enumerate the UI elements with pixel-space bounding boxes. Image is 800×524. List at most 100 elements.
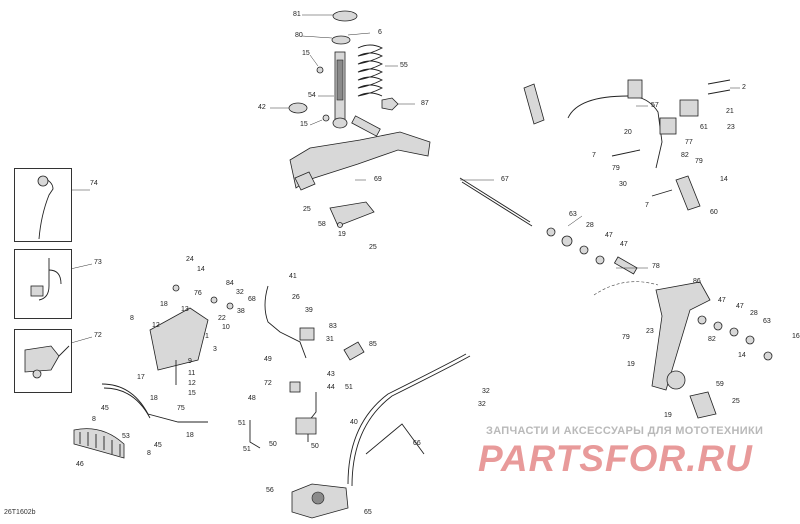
callout-73: 73 [94,259,102,266]
callout-45: 45 [101,405,109,412]
callout-53: 53 [122,433,130,440]
callout-3: 3 [213,346,217,353]
callout-25-b: 25 [369,244,377,251]
callout-15-c: 15 [188,390,196,397]
callout-51: 51 [345,384,353,391]
callout-51-c: 51 [243,446,251,453]
callout-82: 82 [681,152,689,159]
callout-85: 85 [369,341,377,348]
callout-60: 60 [710,209,718,216]
callout-23-b: 23 [646,328,654,335]
callout-17: 17 [137,374,145,381]
callout-31: 31 [326,336,334,343]
shock-absorber [316,10,358,129]
callout-46: 46 [76,461,84,468]
callout-38: 38 [237,308,245,315]
leader-lines [63,14,740,346]
callout-87: 87 [421,100,429,107]
callout-14-c: 14 [197,266,205,273]
callout-84: 84 [226,280,234,287]
callout-30: 30 [619,181,627,188]
callout-86: 86 [693,278,701,285]
callout-15-b: 15 [300,121,308,128]
callout-48: 48 [248,395,256,402]
callout-63-b: 63 [763,318,771,325]
callout-25-c: 25 [732,398,740,405]
callout-19: 19 [338,231,346,238]
callout-69: 69 [374,176,382,183]
callout-14-b: 14 [738,352,746,359]
callout-45-b: 45 [154,442,162,449]
callout-83: 83 [329,323,337,330]
callout-80: 80 [295,32,303,39]
callout-9: 9 [188,358,192,365]
callout-28-b: 28 [750,310,758,317]
callout-18-b: 18 [150,395,158,402]
callout-57: 57 [651,102,659,109]
callout-7-b: 7 [645,202,649,209]
callout-23: 23 [727,124,735,131]
callout-21: 21 [726,108,734,115]
callout-25: 25 [303,206,311,213]
callout-20: 20 [624,129,632,136]
callout-41: 41 [289,273,297,280]
callout-32: 32 [236,289,244,296]
callout-74: 74 [90,180,98,187]
callout-11: 11 [188,370,196,377]
callout-12-b: 12 [188,380,196,387]
callout-2: 2 [742,84,746,91]
callout-72-b: 72 [264,380,272,387]
callout-63: 63 [569,211,577,218]
callout-55: 55 [400,62,408,69]
callout-65: 65 [364,509,372,516]
callout-10: 10 [222,324,230,331]
callout-28: 28 [586,222,594,229]
callout-68: 68 [248,296,256,303]
callout-81: 81 [293,11,301,18]
callout-82-b: 82 [708,336,716,343]
callout-7: 7 [592,152,596,159]
callout-39: 39 [305,307,313,314]
inset-box-74 [14,168,72,242]
callout-76: 76 [194,290,202,297]
callout-79-b: 79 [695,158,703,165]
bellows [73,428,125,459]
callout-18: 18 [160,301,168,308]
callout-47-c: 47 [718,297,726,304]
callout-50-b: 50 [311,443,319,450]
callout-24: 24 [186,256,194,263]
callout-51-b: 51 [238,420,246,427]
callout-19-b: 19 [627,361,635,368]
inset-box-72 [14,329,72,393]
callout-18-c: 18 [186,432,194,439]
callout-44: 44 [327,384,335,391]
callout-78: 78 [652,263,660,270]
callout-58: 58 [318,221,326,228]
callout-79: 79 [612,165,620,172]
harness [249,285,365,449]
inset-box-73 [14,249,72,319]
callout-15: 15 [302,50,310,57]
callout-6: 6 [378,29,382,36]
callout-8-b: 8 [92,416,96,423]
lower-arm-right [593,281,773,419]
callout-32-c: 32 [478,401,486,408]
callout-61: 61 [700,124,708,131]
bushings [546,227,638,275]
callout-43: 43 [327,371,335,378]
master-cylinder-inset-icon [24,345,70,379]
callout-12: 12 [152,322,160,329]
callout-22: 22 [218,315,226,322]
master-cylinder [291,483,349,519]
upper-a-arm [289,115,431,228]
callout-77: 77 [685,139,693,146]
callout-8: 8 [130,315,134,322]
brake-line-inset-icon [37,175,54,240]
callout-8-c: 8 [147,450,151,457]
callout-14: 14 [720,176,728,183]
brake-pedal-assembly [101,284,234,423]
callout-56: 56 [266,487,274,494]
callout-1: 1 [205,333,209,340]
callout-50: 50 [269,441,277,448]
